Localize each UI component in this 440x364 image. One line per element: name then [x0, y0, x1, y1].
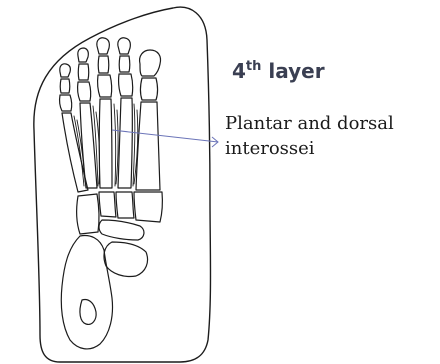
metatarsals: [62, 98, 160, 192]
sole-outline: [34, 7, 211, 362]
interossei-label: Plantar and dorsal interossei: [225, 111, 437, 161]
callout-line-2: interossei: [225, 136, 437, 161]
tarsals: [61, 192, 162, 349]
phalanges: [60, 38, 161, 111]
layer-number: 4: [232, 59, 246, 83]
layer-word: layer: [268, 59, 324, 83]
layer-title: 4th layer: [232, 59, 325, 83]
layer-ordinal-suffix: th: [246, 59, 261, 74]
callout-arrow: [112, 130, 218, 147]
callout-line-1: Plantar and dorsal: [225, 111, 437, 136]
